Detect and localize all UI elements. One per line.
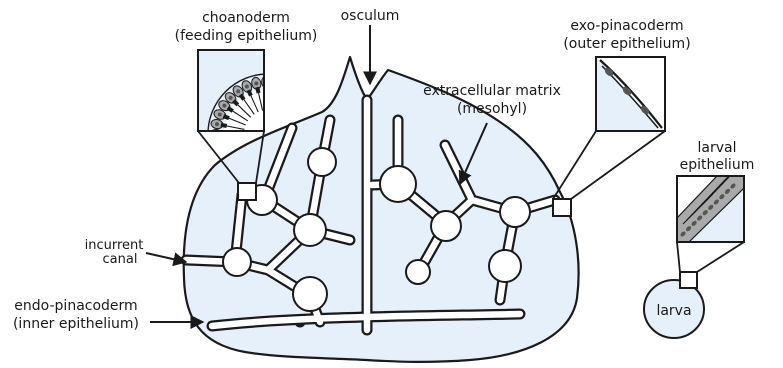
chamber <box>431 211 461 241</box>
exopinacoderm-inset <box>553 57 665 216</box>
chamber <box>293 277 327 311</box>
chamber <box>380 166 416 202</box>
chamber <box>308 148 336 176</box>
osculum-label: osculum <box>341 8 400 24</box>
endopinacoderm-label: endo-pinacoderm <box>14 298 137 314</box>
larval-sublabel: epithelium <box>680 157 755 173</box>
incurrent-label: incurrent <box>85 238 144 253</box>
choanoderm-label: choanoderm <box>202 10 290 26</box>
exopinacoderm-sublabel: (outer epithelium) <box>563 36 690 52</box>
chamber <box>294 214 326 246</box>
chamber <box>406 260 430 284</box>
larva-label: larva <box>656 303 691 319</box>
larval-label: larval <box>698 140 737 156</box>
chamber <box>223 248 251 276</box>
endopinacoderm-sublabel: (inner epithelium) <box>13 316 139 332</box>
chamber <box>500 197 530 227</box>
incurrent-sublabel: canal <box>103 252 138 267</box>
chamber <box>489 250 521 282</box>
exopinacoderm-label: exo-pinacoderm <box>570 18 683 34</box>
choanoderm-sublabel: (feeding epithelium) <box>175 28 318 44</box>
ecm-sublabel: (mesohyl) <box>457 101 527 117</box>
larval-epithelium-inset <box>677 156 749 288</box>
incurrent-arrow <box>146 253 186 262</box>
ecm-label: extracellular matrix <box>423 83 561 99</box>
